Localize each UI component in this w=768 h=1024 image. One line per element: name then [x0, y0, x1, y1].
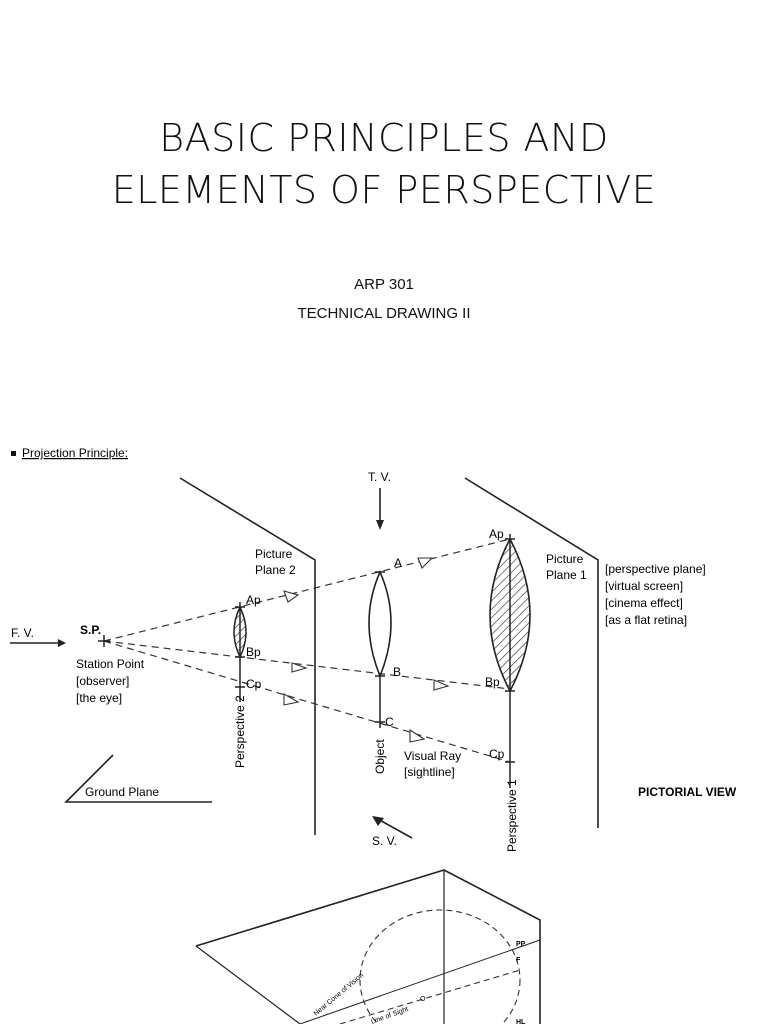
cp-label-1: Cp — [489, 747, 505, 761]
sv-label: S. V. — [372, 834, 397, 848]
object-label: Object — [373, 739, 387, 774]
object-shape — [368, 570, 392, 679]
line-of-sight — [339, 969, 521, 1024]
picture-plane-2 — [179, 477, 316, 835]
perspective-1-label: Perspective 1 — [505, 779, 519, 852]
visual-ray-a — [103, 538, 511, 642]
f-label: F — [516, 957, 521, 964]
bullet-icon — [11, 451, 16, 456]
slide-title: BASIC PRINCIPLES AND ELEMENTS OF PERSPEC… — [0, 112, 768, 216]
visual-ray-c — [103, 640, 511, 763]
sightline-label: [sightline] — [404, 765, 455, 779]
note-4: [as a flat retina] — [605, 613, 687, 627]
the-eye-label: [the eye] — [76, 691, 122, 705]
cp-label-2: Cp — [246, 677, 262, 691]
ray-arrow — [417, 557, 434, 569]
tv-arrowhead — [376, 520, 384, 530]
heading: Projection Principle: — [22, 446, 128, 460]
note-1: [perspective plane] — [605, 562, 706, 576]
pictorial-view-label: PICTORIAL VIEW — [638, 785, 737, 799]
ray-arrow — [283, 590, 300, 603]
c-label: C — [385, 715, 394, 729]
cone-of-vision-diagram: PP F HL O Near Cone of Vision Line of Si… — [195, 869, 541, 1024]
cone-ellipse — [359, 909, 521, 1024]
sv-arrow-line — [375, 817, 413, 839]
visual-ray-b — [103, 640, 511, 690]
pp-label: PP — [516, 941, 526, 948]
ray-arrow — [291, 662, 308, 673]
bp-label-1: Bp — [485, 675, 500, 689]
perspective-2-label: Perspective 2 — [233, 695, 247, 768]
course-name: TECHNICAL DRAWING II — [297, 305, 471, 322]
projection-principle-diagram: Projection Principle: T. V. F. V. S. V. … — [10, 446, 737, 852]
ray-arrow — [433, 679, 450, 691]
ap-label-1: Ap — [489, 527, 504, 541]
ray-arrow — [409, 728, 426, 743]
station-point-label: Station Point — [76, 657, 145, 671]
fv-arrowhead — [58, 639, 66, 647]
ground-plane — [64, 754, 212, 803]
course-code: ARP 301 — [354, 276, 414, 293]
hl-label: HL — [516, 1019, 526, 1024]
a-label: A — [394, 556, 402, 570]
title-line-2: ELEMENTS OF PERSPECTIVE — [111, 168, 657, 212]
ground-plane-label: Ground Plane — [85, 785, 159, 799]
visual-ray-label: Visual Ray — [404, 749, 461, 763]
pp2-label-1: Picture — [255, 547, 293, 561]
ray-arrow — [283, 693, 300, 706]
pp2-label-2: Plane 2 — [255, 563, 296, 577]
o-label: O — [420, 996, 426, 1003]
tv-label: T. V. — [368, 470, 391, 484]
picture-plane-frame — [195, 869, 541, 1024]
pp1-label-1: Picture — [546, 552, 584, 566]
ap-label-2: Ap — [246, 593, 261, 607]
b-label: B — [393, 665, 401, 679]
bp-label-2: Bp — [246, 645, 261, 659]
sv-arrowhead — [372, 816, 384, 826]
picture-plane-1 — [464, 477, 599, 828]
observer-label: [observer] — [76, 674, 129, 688]
pp1-label-2: Plane 1 — [546, 568, 587, 582]
note-2: [virtual screen] — [605, 579, 683, 593]
fv-label: F. V. — [11, 626, 34, 640]
title-line-1: BASIC PRINCIPLES AND — [159, 116, 609, 160]
note-3: [cinema effect] — [605, 596, 683, 610]
sp-label: S.P. — [80, 623, 101, 637]
